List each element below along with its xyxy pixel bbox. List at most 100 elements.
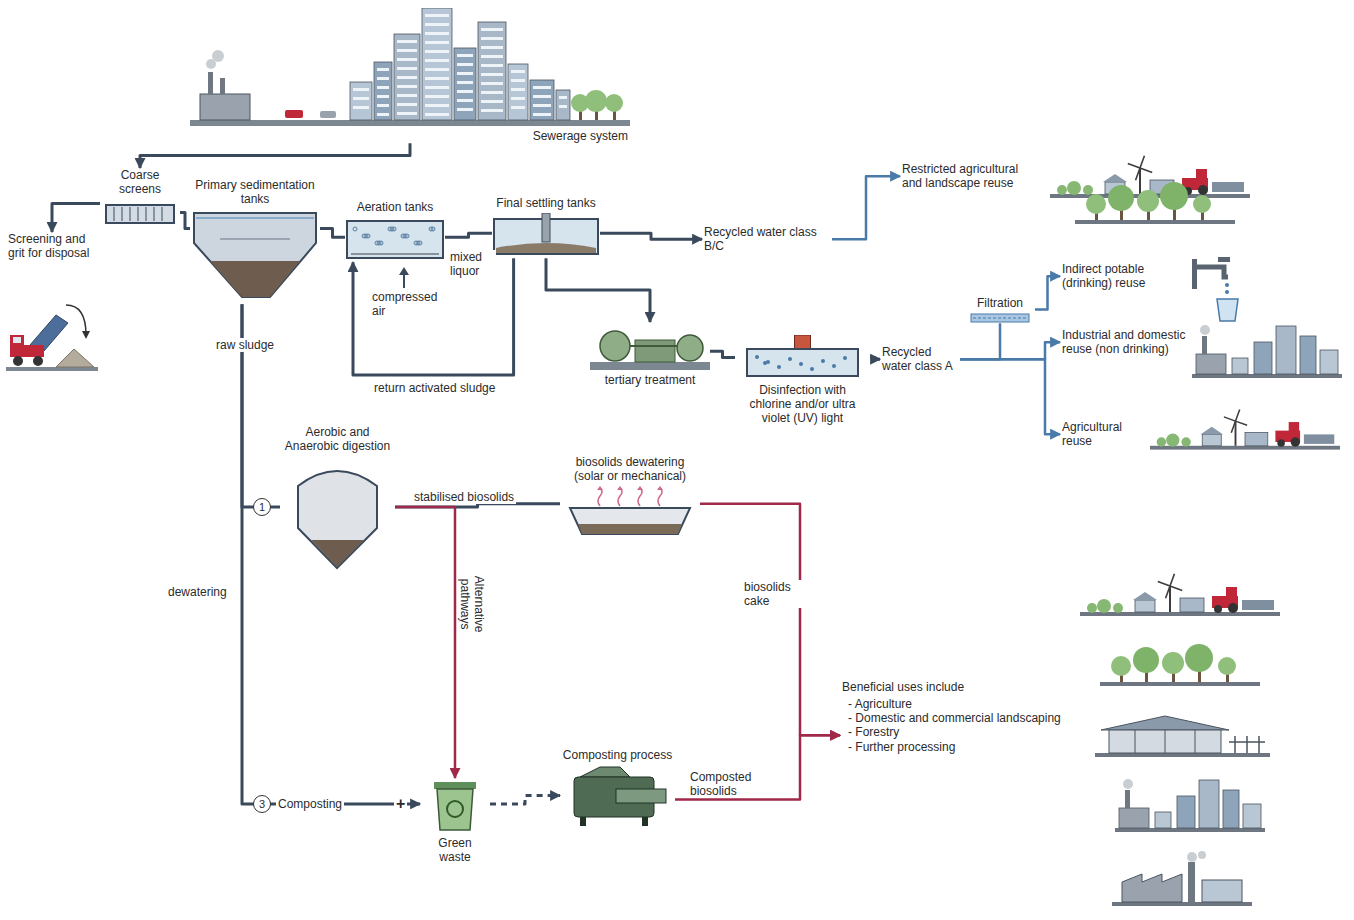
building: [530, 80, 554, 120]
tree: [605, 94, 623, 112]
window-row: [425, 68, 449, 71]
list-item: - Further processing: [840, 740, 1072, 754]
reuse-target: Restricted agricultural and landscape re…: [900, 162, 1040, 190]
node-label: Final settling tanks: [492, 196, 600, 210]
window-row: [533, 104, 551, 107]
window-row: [397, 40, 417, 43]
tree-row: [1100, 644, 1260, 686]
window-row: [511, 70, 525, 73]
city-picture: [190, 8, 630, 126]
water-flow: [832, 176, 900, 239]
node-label: Restricted agricultural and landscape re…: [900, 162, 1040, 190]
window-row: [377, 104, 389, 107]
evaporation-head: [637, 486, 643, 490]
tertiary-unit: tertiary treatment: [590, 322, 710, 387]
bubble: [755, 355, 759, 359]
window-row: [425, 32, 449, 35]
window-row: [481, 91, 503, 94]
screen-bar: [162, 207, 163, 221]
window-row: [397, 49, 417, 52]
tip-arrow: [66, 305, 86, 335]
node-label: Industrial and domestic reuse (non drink…: [1060, 328, 1188, 356]
air-arrow: [399, 267, 409, 288]
window-row: [457, 108, 473, 111]
window-row: [511, 88, 525, 91]
digester-picture: [280, 456, 395, 574]
evaporation-arrow: [598, 488, 602, 506]
beneficial-uses: Beneficial uses include- Agriculture- Do…: [840, 680, 1072, 754]
window-row: [457, 99, 473, 102]
process-pipe: [710, 351, 735, 357]
window-row: [425, 41, 449, 44]
list-item: - Forestry: [840, 725, 1072, 739]
screen-bar: [138, 207, 139, 221]
composter-picture: [560, 765, 675, 827]
tree-row: [1075, 182, 1235, 224]
note-label: dewatering: [166, 585, 229, 599]
green-waste-bin: Green waste: [420, 778, 490, 864]
ground: [6, 367, 98, 371]
filter-box: [635, 340, 675, 362]
grit-pile: [56, 349, 94, 367]
truck-picture: [6, 263, 98, 373]
tap-symbol: [1192, 257, 1238, 321]
sludge: [210, 261, 300, 297]
building: [478, 22, 506, 120]
node-label: Recycled water class B/C: [702, 225, 832, 253]
window-row: [397, 67, 417, 70]
farm-scene: [1080, 569, 1280, 616]
air-bubble: [429, 227, 433, 231]
bin-lid: [434, 782, 476, 789]
reuse-target: Industrial and domestic reuse (non drink…: [1060, 328, 1188, 356]
farm-scene: [1150, 405, 1340, 449]
water-flow: [960, 323, 1000, 359]
chimney: [208, 72, 213, 94]
air-arrow: [403, 274, 405, 288]
window-row: [481, 109, 503, 112]
window-row: [377, 77, 389, 80]
scraper: [220, 239, 290, 241]
edge-label: Alternative pathways: [458, 547, 486, 661]
biosolids-flow: [700, 504, 840, 736]
window-row: [511, 106, 525, 109]
window-row: [353, 106, 369, 109]
reuse-target: Indirect potable (drinking) reuse: [1060, 262, 1185, 290]
window-row: [481, 46, 503, 49]
air-bubble: [375, 241, 379, 245]
process-pipe: [546, 258, 650, 322]
factory: [200, 94, 250, 120]
water-flow: [960, 359, 1060, 434]
tree: [585, 90, 607, 112]
settling-picture: [492, 213, 600, 258]
filter-mesh: [973, 318, 1027, 319]
window-row: [397, 58, 417, 61]
tip-arrow-head: [82, 331, 90, 339]
biosolids-flow: [675, 735, 840, 799]
list-item: - Agriculture: [840, 697, 1072, 711]
bubble: [832, 364, 836, 368]
window-row: [377, 113, 389, 116]
water-flow: [960, 342, 1060, 359]
diffuser: [351, 253, 439, 255]
uv-unit: [795, 335, 811, 349]
node-label: Disinfection with chlorine and/or ultra …: [735, 383, 870, 425]
water-output: Recycled water class B/C: [702, 225, 832, 253]
window-row: [397, 76, 417, 79]
window-row: [425, 50, 449, 53]
edge-label: raw sludge: [214, 338, 276, 352]
plus-sign: +: [394, 794, 407, 813]
screen-trough: [106, 205, 174, 223]
drying-bed: [570, 508, 690, 534]
window-row: [425, 95, 449, 98]
drum: [600, 331, 630, 361]
window-row: [481, 64, 503, 67]
city-skyline: [1115, 779, 1265, 832]
window-row: [425, 59, 449, 62]
dewatering-bed: biosolids dewatering (solar or mechanica…: [560, 455, 700, 536]
water-flow: [1035, 276, 1060, 309]
node-label: tertiary treatment: [590, 373, 710, 387]
evaporation-arrow: [658, 488, 662, 506]
centre-pipe: [542, 213, 550, 242]
bubble: [810, 367, 814, 371]
